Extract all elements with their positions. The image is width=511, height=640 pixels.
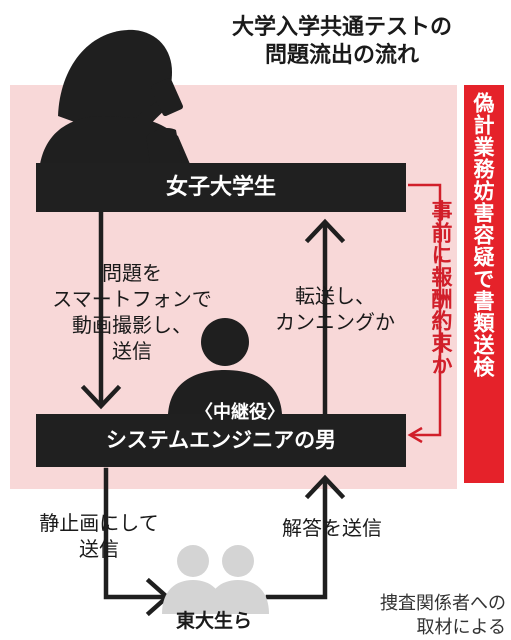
student-leg	[146, 128, 182, 164]
helper-body-2	[207, 580, 269, 614]
student-label: 女子大学生	[165, 175, 276, 200]
step-film: 問題を スマートフォンで 動画撮影し、 送信	[42, 260, 222, 364]
step-film-line: スマートフォンで	[52, 287, 212, 311]
engineer-label: システムエンジニアの男	[105, 428, 337, 452]
promise-arrow-head	[407, 426, 423, 444]
step-convert-line: 静止画にして	[39, 511, 159, 535]
forward-arrow-head	[304, 218, 346, 244]
smartphone-icon	[150, 77, 184, 117]
answer-arrow-line	[265, 477, 328, 600]
middleman-body	[168, 370, 282, 414]
charge-bar	[464, 85, 504, 483]
step-forward: 転送し、 カンニングか	[250, 283, 420, 335]
helper-head-1	[177, 545, 209, 577]
title-line-1: 大学入学共通テストの	[231, 15, 452, 40]
step-answer: 解答を送信	[282, 516, 382, 540]
answer-arrow-head	[304, 474, 346, 500]
helper-head-2	[222, 545, 254, 577]
source-line: 取材による	[416, 617, 506, 638]
step-film-line: 送信	[112, 339, 152, 363]
title-line-2: 問題流出の流れ	[264, 43, 419, 68]
convert-arrow-line	[103, 467, 168, 600]
engineer-box: システムエンジニアの男	[36, 414, 406, 467]
film-arrow-head	[80, 384, 122, 410]
step-film-line: 動画撮影し、	[72, 313, 192, 337]
charge-text: 偽計業務妨害容疑で書類送検	[471, 92, 495, 378]
source-note: 捜査関係者への 取材による	[340, 592, 506, 640]
promise-bracket	[408, 183, 442, 437]
step-forward-line: 転送し、	[295, 284, 375, 308]
helpers-label: 東大生ら	[175, 610, 252, 632]
step-convert-line: 送信	[79, 537, 119, 561]
step-film-line: 問題を	[102, 261, 162, 285]
step-convert: 静止画にして 送信	[34, 510, 164, 562]
student-hair	[58, 29, 172, 126]
student-box: 女子大学生	[36, 163, 406, 212]
middleman-head	[201, 318, 249, 366]
source-line: 捜査関係者への	[380, 593, 506, 614]
promise-text: 事前に報酬約束か	[429, 200, 453, 376]
middleman-role: 〈中継役〉	[195, 402, 285, 423]
step-forward-line: カンニングか	[275, 310, 395, 334]
